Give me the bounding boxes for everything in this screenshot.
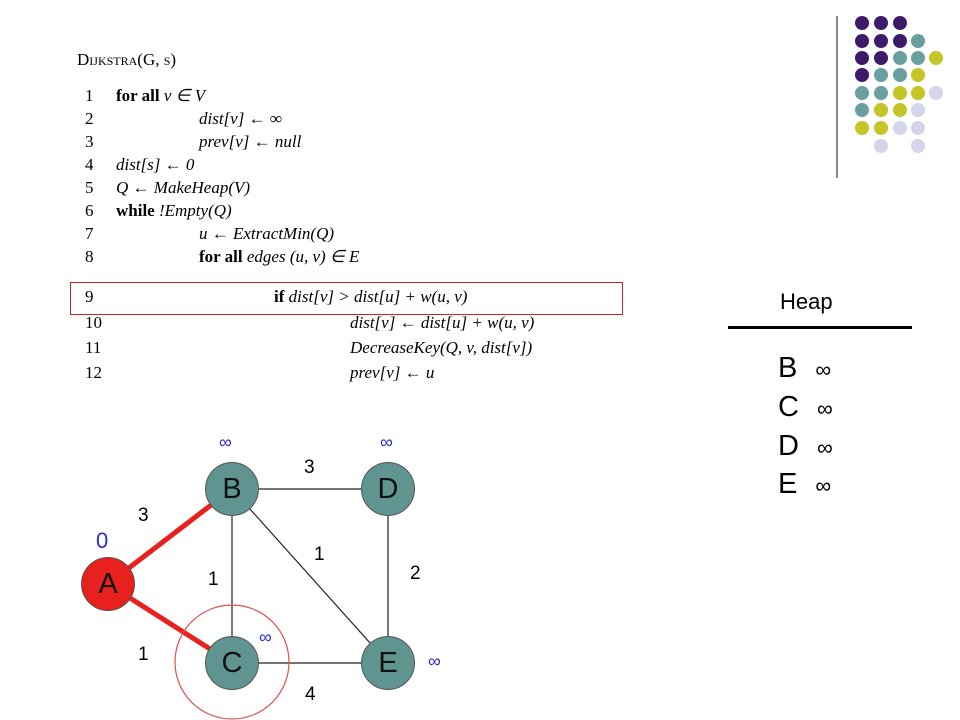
- dot: [893, 86, 907, 100]
- node-label: B: [222, 472, 242, 505]
- weight-c-e: 4: [305, 684, 316, 705]
- heap-key: ∞: [817, 435, 833, 460]
- node-label: C: [221, 646, 243, 679]
- line-text: prev[v] ← null: [199, 132, 302, 151]
- dot: [911, 51, 925, 65]
- weight-a-c: 1: [138, 644, 149, 665]
- line-number: 9: [85, 287, 94, 306]
- weight-b-c: 1: [208, 569, 219, 590]
- line-number: 6: [85, 201, 94, 220]
- dot: [929, 51, 943, 65]
- dot: [911, 68, 925, 82]
- line-text: dist[v] ← ∞: [199, 109, 282, 128]
- dot: [855, 86, 869, 100]
- focus-circle: [174, 604, 290, 720]
- heap-key: ∞: [815, 473, 832, 498]
- dot: [911, 139, 925, 153]
- dot: [911, 121, 925, 135]
- current-line-highlight: [70, 282, 623, 315]
- dot: [874, 139, 888, 153]
- dot: [911, 34, 925, 48]
- algorithm-title-text: Dijkstra(G, s): [77, 50, 177, 69]
- heap-node: E: [778, 468, 798, 500]
- dot: [893, 121, 907, 135]
- node-e: E: [361, 636, 415, 690]
- line-text: prev[v] ← u: [350, 363, 435, 382]
- dot: [874, 103, 888, 117]
- heap-node: C: [778, 391, 799, 423]
- heap-item: D ∞: [778, 430, 833, 463]
- heap-item: E ∞: [778, 468, 831, 501]
- dot: [855, 34, 869, 48]
- node-label: E: [378, 646, 398, 679]
- node-label: D: [377, 472, 399, 505]
- line-number: 11: [85, 338, 102, 357]
- edge-b-e: [231, 488, 389, 664]
- dot: [855, 121, 869, 135]
- algorithm-title: Dijkstra(G, s): [77, 50, 176, 70]
- dot: [874, 68, 888, 82]
- dot: [874, 34, 888, 48]
- heap-key: ∞: [817, 396, 833, 421]
- line-text: dist[s] ← 0: [116, 155, 195, 174]
- line-text: DecreaseKey(Q, v, dist[v]): [350, 338, 533, 357]
- weight-a-b: 3: [138, 505, 149, 526]
- dot: [893, 103, 907, 117]
- dist-label-d: ∞: [380, 432, 393, 452]
- vertical-divider: [836, 16, 838, 178]
- dot: [874, 86, 888, 100]
- heap-item: C ∞: [778, 391, 833, 424]
- dot: [893, 34, 907, 48]
- dist-label-a: 0: [96, 528, 109, 553]
- dot: [855, 16, 869, 30]
- line-text: if dist[v] > dist[u] + w(u, v): [274, 287, 468, 306]
- line-text: for all v ∈ V: [116, 86, 206, 105]
- dot: [874, 16, 888, 30]
- heap-title: Heap: [780, 289, 833, 314]
- dot: [874, 51, 888, 65]
- line-number: 7: [85, 224, 94, 243]
- dist-label-b: ∞: [219, 432, 232, 452]
- node-c: C: [205, 636, 259, 690]
- weight-b-d: 3: [304, 457, 315, 478]
- heap-node: B: [778, 352, 798, 384]
- dot: [911, 103, 925, 117]
- line-number: 12: [85, 363, 102, 382]
- line-text: Q ← MakeHeap(V): [116, 178, 251, 197]
- dot: [874, 121, 888, 135]
- line-number: 10: [85, 313, 102, 332]
- line-number: 4: [85, 155, 94, 174]
- heap-item: B ∞: [778, 352, 831, 385]
- node-b: B: [205, 462, 259, 516]
- line-text: while !Empty(Q): [116, 201, 232, 220]
- dot: [911, 86, 925, 100]
- node-label: A: [98, 567, 118, 600]
- dot: [893, 16, 907, 30]
- heap-key: ∞: [815, 357, 832, 382]
- heap-node: D: [778, 430, 799, 462]
- line-number: 5: [85, 178, 94, 197]
- line-number: 1: [85, 86, 94, 105]
- dot: [929, 86, 943, 100]
- node-d: D: [361, 462, 415, 516]
- line-number: 8: [85, 247, 94, 266]
- line-text: u ← ExtractMin(Q): [199, 224, 335, 243]
- weight-b-e: 1: [314, 544, 325, 565]
- dot: [893, 51, 907, 65]
- dot: [855, 103, 869, 117]
- dot: [893, 68, 907, 82]
- line-number: 3: [85, 132, 94, 151]
- dist-label-c: ∞: [259, 627, 272, 647]
- line-text: dist[v] ← dist[u] + w(u, v): [350, 313, 535, 332]
- weight-d-e: 2: [410, 563, 421, 584]
- line-number: 2: [85, 109, 94, 128]
- dot: [855, 68, 869, 82]
- node-a: A: [81, 557, 135, 611]
- dist-label-e: ∞: [428, 651, 441, 671]
- line-text: for all edges (u, v) ∈ E: [199, 247, 360, 266]
- dot: [855, 51, 869, 65]
- heap-divider: [728, 326, 912, 329]
